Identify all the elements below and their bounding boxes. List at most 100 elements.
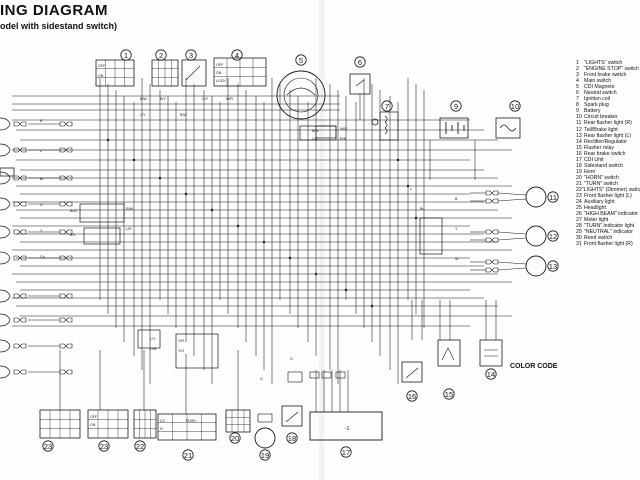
legend-number: 2 [576, 66, 579, 73]
horn-terminal [257, 413, 273, 423]
legend-number: 27 [576, 217, 582, 224]
connector-block [419, 217, 443, 255]
legend-label: Meter light [584, 217, 609, 224]
connector-pin [19, 255, 27, 261]
magneto-connector [315, 125, 337, 139]
legend-label: CDI Magneto [584, 84, 615, 91]
legend-label: Rear flasher light (R) [584, 120, 632, 127]
callout-circle [231, 49, 243, 61]
legend-number: 7 [576, 96, 579, 103]
cdi-connector [321, 371, 332, 379]
connector-pin [13, 201, 21, 207]
component-callout-number: 13 [549, 262, 557, 271]
legend-label: Sidestand switch [584, 162, 623, 169]
wire-color-label: Y/G [178, 349, 184, 353]
wire-color-label: B/Y [70, 233, 76, 237]
legend-number: 8 [576, 102, 579, 109]
component-callout-number: 9 [454, 102, 458, 111]
connector-pin [59, 369, 67, 375]
callout-circle [547, 260, 559, 272]
legend-number: 30 [576, 235, 582, 242]
legend-number: 1 [576, 60, 579, 66]
horn [254, 427, 276, 449]
rear-lamp [525, 186, 547, 208]
wire-color-label: OFF [216, 63, 224, 67]
wire-junction [314, 272, 318, 276]
magneto-coil [286, 87, 316, 96]
wire-junction [344, 288, 348, 292]
connector-pin [65, 121, 73, 127]
connector-block [83, 227, 121, 245]
wire-color-label: Y [40, 229, 43, 233]
lamp-socket [0, 313, 11, 327]
wire-color-label: ON [216, 71, 222, 75]
connector-pin [13, 293, 21, 299]
connector-pin [65, 369, 73, 375]
wire-junction [288, 256, 292, 260]
legend-label: Headlight [584, 205, 606, 212]
wire-color-label: L/W [150, 347, 157, 351]
wire [497, 192, 527, 196]
component-callout-number: 5 [299, 56, 303, 65]
callout-circle [120, 49, 132, 61]
breaker-element [499, 124, 517, 132]
wire-color-label: N [160, 427, 163, 431]
cdi-connector [309, 371, 320, 379]
rectifier-regulator [479, 339, 503, 367]
connector-pin [65, 229, 73, 235]
wire-color-label: LOCK [216, 79, 226, 83]
connector-pin [19, 147, 27, 153]
legend-number: 12 [576, 126, 582, 133]
connector-pin [13, 255, 21, 261]
sidestand-switch [281, 405, 303, 427]
connector-pin [65, 147, 73, 153]
legend-number: 17 [576, 156, 582, 163]
left-lamp-lens [0, 167, 15, 177]
callout-circle [286, 432, 298, 444]
legend-number: 9 [576, 108, 579, 115]
wire-color-label: W/R [226, 97, 233, 101]
wire [285, 411, 299, 423]
connector-pin [65, 293, 73, 299]
legend-label: Ignition coil [584, 96, 610, 103]
connector-pin [13, 369, 21, 375]
connector-pin [59, 121, 67, 127]
legend-number: 13 [576, 132, 582, 139]
legend-item: 22"LIGHTS" (Dimmer) switch [576, 187, 640, 193]
connector-pin [491, 237, 499, 243]
wire-color-label: B/Y [160, 97, 166, 101]
lamp-socket [0, 225, 11, 239]
wire [497, 198, 527, 202]
wire-color-label: L/R [126, 227, 132, 231]
wire-color-label: G/Y [202, 97, 209, 101]
connector-block [287, 371, 303, 383]
component-callout-number: 3 [189, 51, 193, 60]
connector-block [175, 333, 219, 369]
callout-circle [42, 440, 54, 452]
component-callout-number: 11 [549, 193, 557, 202]
front-brake-switch-box [181, 59, 207, 87]
lamp-socket [0, 339, 11, 353]
wire [497, 237, 527, 241]
connector-pin [19, 175, 27, 181]
legend-label: "TURN" switch [584, 180, 618, 187]
wire-color-label: LO [160, 419, 165, 423]
magneto-outer [276, 70, 326, 120]
legend-item: 21"TURN" switch [576, 181, 640, 187]
wire-color-label: OFF [90, 415, 98, 419]
callout-circle [185, 49, 197, 61]
wire-color-label: L [40, 149, 42, 153]
legend-label: Rear brake switch [584, 150, 626, 157]
ignition-coil-winding [384, 115, 388, 135]
wire-junction [414, 216, 418, 220]
legend-number: 28 [576, 223, 582, 230]
